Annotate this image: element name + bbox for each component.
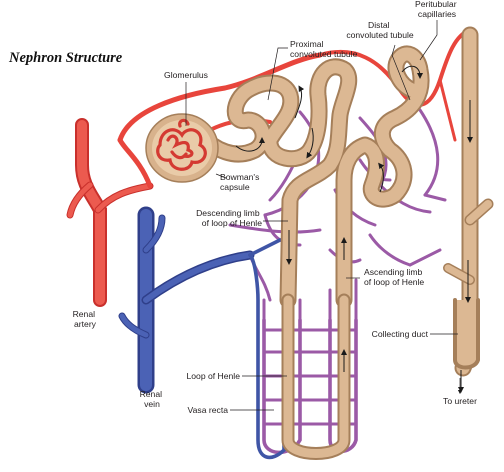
label-renal-artery: Renal artery	[73, 309, 98, 329]
label-bowmans-capsule: Bowman's capsule	[220, 172, 262, 192]
label-ascending-limb: Ascending limb of loop of Henle	[364, 267, 425, 287]
diagram-title: Nephron Structure	[8, 50, 123, 66]
label-loop-of-henle: Loop of Henle	[186, 371, 240, 381]
label-peritubular-capillaries: Peritubular capillaries	[415, 0, 459, 19]
label-glomerulus: Glomerulus	[164, 70, 208, 80]
renal-vein	[122, 215, 284, 457]
label-proximal-convoluted-tubule: Proximal convoluted tubule	[290, 39, 358, 59]
label-distal-convoluted-tubule: Distal convoluted tubule	[346, 20, 414, 40]
label-collecting-duct: Collecting duct	[372, 329, 429, 339]
label-descending-limb: Descending limb of loop of Henle	[196, 208, 262, 228]
label-vasa-recta: Vasa recta	[188, 405, 229, 415]
label-renal-vein: Renal vein	[140, 389, 165, 409]
label-to-ureter: To ureter	[443, 396, 477, 406]
